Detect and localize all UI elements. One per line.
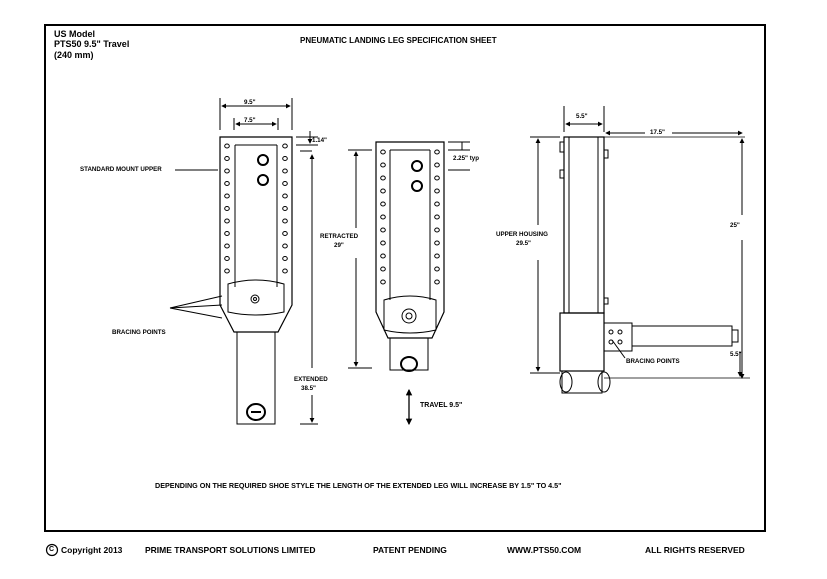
mount-hole — [434, 162, 440, 168]
mount-hole — [434, 253, 440, 259]
view-retracted — [348, 141, 470, 426]
model-line-2: PTS50 9.5" Travel — [54, 39, 130, 50]
model-line-1: US Model — [54, 29, 96, 39]
dim-retracted: 29" — [334, 242, 344, 249]
dim-outer-width: 9.5" — [244, 99, 256, 106]
view-side — [530, 106, 750, 394]
mount-hole — [224, 231, 230, 236]
mount-hole — [380, 240, 386, 246]
mount-hole — [224, 156, 230, 161]
mount-hole — [380, 227, 386, 233]
mount-hole — [224, 218, 230, 224]
dim-upper-housing: 29.5" — [516, 240, 531, 247]
mount-hole — [224, 168, 230, 174]
mount-holes-right — [282, 143, 288, 274]
dim-side-width: 5.5" — [576, 113, 588, 120]
mount-hole — [434, 201, 440, 207]
mount-hole — [224, 143, 230, 149]
mount-hole — [434, 214, 440, 220]
mount-hole — [224, 268, 230, 274]
mount-hole — [434, 149, 440, 155]
mount-hole — [434, 188, 440, 194]
drawing-frame — [44, 24, 766, 532]
mount-hole — [282, 143, 288, 149]
label-bracing-points: BRACING POINTS — [112, 329, 166, 336]
dim-top-offset: 1.14" — [312, 137, 327, 144]
copyright-symbol: C — [49, 546, 55, 553]
dim-inner-width: 7.5" — [244, 117, 256, 124]
retracted-holes-right — [434, 149, 440, 285]
mount-hole — [380, 253, 386, 259]
mount-hole — [224, 193, 230, 199]
dim-extended: 38.5" — [301, 385, 316, 392]
model-line-3: (240 mm) — [54, 49, 94, 60]
mount-hole — [434, 279, 440, 285]
label-retracted: RETRACTED — [320, 233, 359, 240]
mount-hole — [282, 156, 288, 161]
mount-hole — [380, 162, 386, 168]
copyright-text: Copyright 2013 — [61, 545, 123, 555]
mount-hole — [380, 175, 386, 181]
mount-hole — [224, 181, 230, 186]
mount-hole — [282, 181, 288, 186]
mount-hole — [282, 231, 288, 236]
mount-hole — [380, 149, 386, 155]
dim-side-height: 25" — [730, 222, 740, 229]
model-info: US Model PTS50 9.5" Travel (240 mm) — [54, 29, 129, 60]
patent-status: PATENT PENDING — [373, 545, 447, 555]
label-standard-mount: STANDARD MOUNT UPPER — [80, 166, 162, 173]
mount-hole — [282, 168, 288, 174]
company-name: PRIME TRANSPORT SOLUTIONS LIMITED — [145, 545, 316, 555]
mount-hole — [380, 214, 386, 220]
mount-hole — [380, 279, 386, 285]
mount-hole — [282, 218, 288, 224]
mount-hole — [282, 193, 288, 199]
mount-hole — [282, 206, 288, 211]
retracted-holes-left — [380, 149, 386, 285]
sheet-title: PNEUMATIC LANDING LEG SPECIFICATION SHEE… — [300, 36, 497, 45]
label-travel: TRAVEL 9.5" — [420, 402, 463, 409]
dim-hole-spacing: 2.25" typ — [453, 155, 479, 162]
mount-hole — [224, 206, 230, 211]
view-extended — [169, 98, 318, 425]
mount-holes-left — [224, 143, 230, 274]
mount-hole — [434, 266, 440, 272]
mount-hole — [224, 243, 230, 249]
copyright-circle — [45, 543, 59, 557]
dim-shoe: 5.5" — [730, 351, 742, 358]
label-upper-housing: UPPER HOUSING — [496, 231, 548, 238]
website: WWW.PTS50.COM — [507, 545, 582, 555]
dim-side-depth: 17.5" — [650, 129, 665, 136]
mount-hole — [282, 243, 288, 249]
label-extended: EXTENDED — [294, 376, 328, 383]
mount-hole — [282, 268, 288, 274]
mount-hole — [380, 201, 386, 207]
rights-reserved: ALL RIGHTS RESERVED — [645, 545, 745, 555]
mount-hole — [434, 227, 440, 233]
mount-hole — [434, 175, 440, 181]
mount-hole — [224, 256, 230, 261]
mount-hole — [380, 266, 386, 272]
mount-hole — [434, 240, 440, 246]
mount-hole — [282, 256, 288, 261]
mount-hole — [380, 188, 386, 194]
label-bracing-points-side: BRACING POINTS — [626, 358, 680, 365]
shoe-note: DEPENDING ON THE REQUIRED SHOE STYLE THE… — [155, 481, 562, 490]
